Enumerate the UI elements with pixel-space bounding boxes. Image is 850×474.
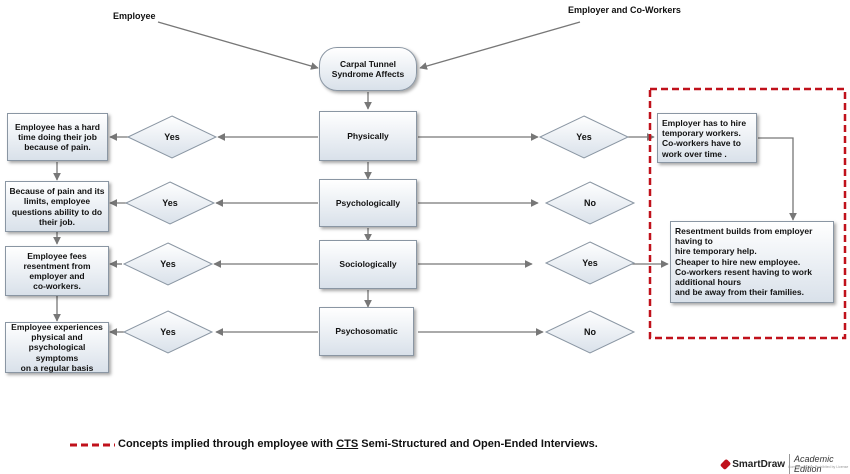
- legend-text: Concepts implied through employee with C…: [118, 438, 598, 450]
- psychosomatic-node: Psychosomatic: [319, 307, 414, 356]
- employee-label: Employee: [113, 11, 156, 21]
- legend-text-cts: CTS: [336, 438, 359, 450]
- left-outcome-2: Because of pain and its limits, employee…: [5, 181, 109, 232]
- right-decision-4: No: [584, 327, 596, 337]
- right-decision-3: Yes: [582, 258, 598, 268]
- left-decision-1: Yes: [164, 132, 180, 142]
- psychologically-node: Psychologically: [319, 179, 417, 227]
- right-decision-shape-3: [544, 241, 636, 285]
- left-outcome-4: Employee experiences physical and psycho…: [5, 322, 109, 373]
- left-decision-shape-3: [122, 242, 214, 286]
- legend-text-after: Semi-Structured and Open-Ended Interview…: [358, 438, 598, 450]
- right-decision-shape-1: [538, 115, 630, 159]
- sociologically-node: Sociologically: [319, 240, 417, 289]
- smartdraw-logo-icon: [719, 458, 732, 470]
- start-node: Carpal Tunnel Syndrome Affects: [319, 47, 417, 91]
- brand-subtext: Commercial Use Prohibited by License: [788, 465, 849, 469]
- physically-node: Physically: [319, 111, 417, 161]
- left-decision-3: Yes: [160, 259, 176, 269]
- smartdraw-brand: SmartDraw Academic Edition: [719, 454, 850, 474]
- left-outcome-3: Employee fees resentment from employer a…: [5, 246, 109, 296]
- left-decision-shape-1: [126, 115, 218, 159]
- legend: Concepts implied through employee with C…: [118, 438, 598, 450]
- brand-logo-text: SmartDraw: [732, 458, 786, 470]
- brand-edition-text: Academic Edition: [789, 454, 850, 474]
- highlight-region: [648, 87, 847, 340]
- left-decision-shape-4: [122, 310, 214, 354]
- left-outcome-1: Employee has a hard time doing their job…: [7, 113, 108, 161]
- left-decision-4: Yes: [160, 327, 176, 337]
- right-decision-shape-4: [544, 310, 636, 354]
- resentment-outcome-box: Resentment builds from employer having t…: [670, 221, 834, 303]
- right-decision-2: No: [584, 198, 596, 208]
- legend-text-before: Concepts implied through employee with: [118, 438, 337, 450]
- left-decision-2: Yes: [162, 198, 178, 208]
- right-decision-shape-2: [544, 181, 636, 225]
- left-decision-shape-2: [124, 181, 216, 225]
- hire-outcome-box: Employer has to hire temporary workers. …: [657, 113, 757, 163]
- employer-coworkers-label: Employer and Co-Workers: [568, 5, 681, 15]
- right-decision-1: Yes: [576, 132, 592, 142]
